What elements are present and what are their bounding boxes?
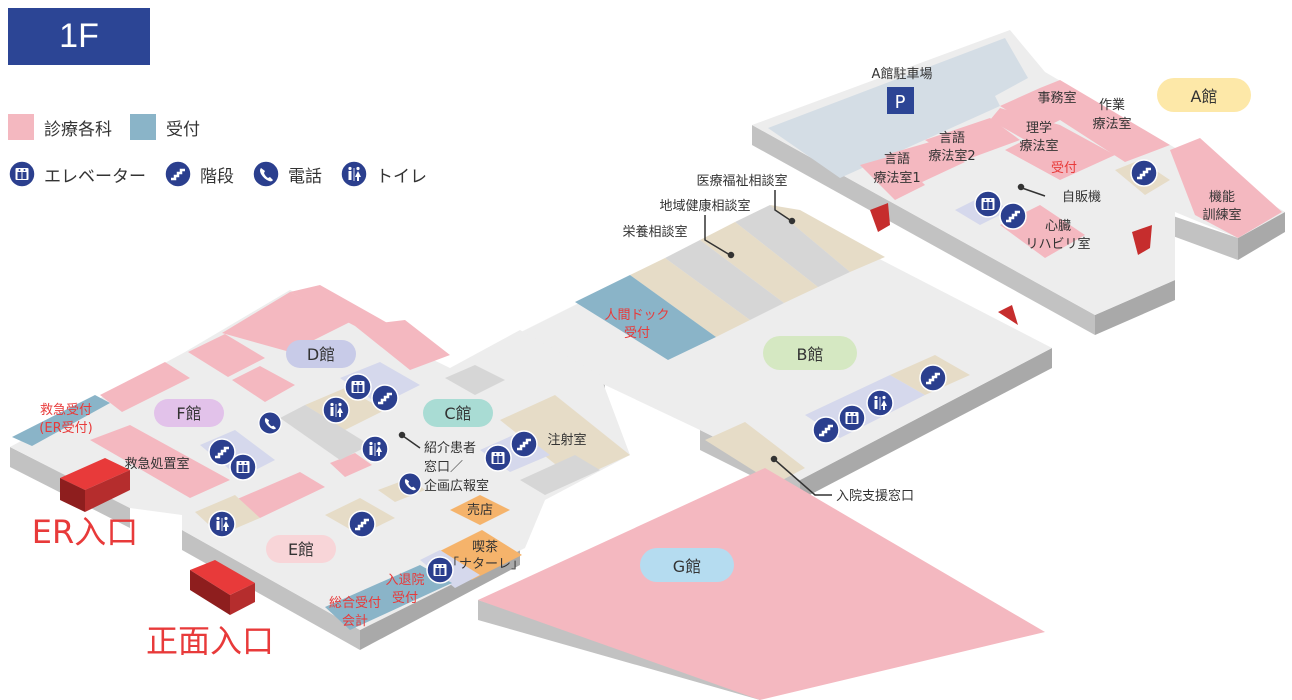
building-a-pill: A館 — [1157, 78, 1251, 112]
label-cafe-1: 喫茶 — [472, 539, 498, 555]
elevator-icon — [484, 444, 512, 472]
label-dock-2: 受付 — [624, 326, 650, 341]
label-office: 事務室 — [1037, 90, 1076, 106]
label-pt-1: 理学 — [1026, 120, 1052, 136]
label-vending: 自販機 — [1062, 190, 1101, 205]
elevator-icon — [838, 404, 866, 432]
legend-icons: エレベーター 階段 電話 トイレ — [8, 160, 445, 188]
svg-text:C館: C館 — [444, 404, 471, 423]
label-shop: 売店 — [467, 502, 493, 518]
stairs-icon — [999, 202, 1027, 230]
label-ot-2: 療法室 — [1092, 116, 1131, 132]
toilet-icon — [322, 396, 350, 424]
label-dock-1: 人間ドック — [604, 308, 669, 323]
building-d-pill: D館 — [286, 340, 356, 368]
label-st1-1: 言語 — [884, 151, 910, 167]
label-main-entrance: 正面入口 — [146, 622, 274, 660]
leader-lines — [398, 183, 1046, 496]
label-cardiac-1: 心臓 — [1045, 219, 1071, 234]
svg-text:G館: G館 — [673, 557, 701, 576]
building-c-pill: C館 — [423, 399, 493, 427]
clinical-swatch — [8, 114, 34, 140]
a-entrance-marker — [870, 203, 890, 232]
toilet-icon — [866, 389, 894, 417]
legend-stairs: 階段 — [200, 166, 234, 187]
label-st2-2: 療法室2 — [928, 148, 975, 164]
svg-text:A館: A館 — [1191, 87, 1218, 106]
label-er-entrance: ER入口 — [32, 513, 138, 551]
label-referral-2: 窓口／ — [424, 459, 463, 475]
toilet-icon — [361, 435, 389, 463]
label-nutrition: 栄養相談室 — [622, 224, 687, 240]
stairs-icon — [371, 384, 399, 412]
g-wing — [478, 468, 1045, 700]
legend-areas: 診療各科 受付 — [8, 114, 218, 140]
label-pt-2: 療法室 — [1019, 138, 1058, 154]
stairs-icon — [812, 416, 840, 444]
toilet-icon — [208, 510, 236, 538]
building-f-pill: F館 — [154, 399, 224, 427]
label-functional-2: 訓練室 — [1202, 207, 1241, 223]
floor-label: 1F — [8, 8, 150, 65]
label-general-reception-1: 総合受付 — [329, 596, 381, 611]
er-entrance-marker[interactable] — [60, 458, 130, 512]
elevator-icon — [974, 190, 1002, 218]
stairs-icon — [348, 510, 376, 538]
label-er-reception-1: 救急受付 — [40, 402, 92, 418]
b-entrance-marker — [998, 305, 1018, 325]
svg-text:E館: E館 — [288, 540, 314, 559]
label-cardiac-2: リハビリ室 — [1025, 236, 1090, 252]
a-entrance-marker — [1132, 225, 1152, 255]
label-admission-support: 入院支援窓口 — [836, 488, 914, 504]
reception-swatch — [130, 114, 156, 140]
label-st2-1: 言語 — [939, 130, 965, 146]
legend-toilet: トイレ — [376, 166, 427, 187]
legend-clinical: 診療各科 — [44, 119, 112, 140]
svg-text:B館: B館 — [797, 345, 824, 364]
label-ot-1: 作業 — [1099, 97, 1125, 113]
label-admit-2: 受付 — [392, 591, 418, 606]
label-a-reception: 受付 — [1051, 161, 1077, 176]
label-community: 地域健康相談室 — [659, 198, 750, 214]
elevator-icon — [344, 373, 372, 401]
phone-icon — [398, 472, 422, 496]
label-er-room: 救急処置室 — [124, 456, 189, 472]
stairs-icon — [1130, 159, 1158, 187]
main-entrance-marker[interactable] — [190, 560, 255, 615]
svg-text:P: P — [895, 92, 906, 113]
parking-icon: P — [887, 87, 914, 114]
label-er-reception-2: (ER受付) — [39, 421, 92, 436]
label-cafe-2: 「ナターレ」 — [446, 557, 524, 572]
building-e-pill: E館 — [266, 535, 336, 563]
label-referral-1: 紹介患者 — [424, 441, 476, 456]
svg-text:D館: D館 — [307, 345, 335, 364]
stairs-icon — [919, 364, 947, 392]
legend-reception: 受付 — [166, 119, 200, 140]
label-injection: 注射室 — [547, 432, 586, 448]
stairs-icon — [208, 438, 236, 466]
label-functional-1: 機能 — [1209, 190, 1235, 205]
svg-text:F館: F館 — [176, 404, 201, 423]
label-referral-3: 企画広報室 — [424, 478, 489, 494]
label-st1-2: 療法室1 — [873, 170, 920, 186]
elevator-icon — [426, 556, 454, 584]
label-welfare: 医療福祉相談室 — [696, 173, 787, 189]
label-parking: A館駐車場 — [872, 67, 933, 82]
building-g-pill: G館 — [640, 548, 734, 582]
phone-icon — [258, 411, 282, 435]
stairs-icon — [510, 430, 538, 458]
label-admit-1: 入退院 — [385, 573, 424, 588]
building-b-pill: B館 — [763, 336, 857, 370]
label-general-reception-2: 会計 — [342, 613, 368, 629]
legend-phone: 電話 — [288, 166, 322, 187]
legend-elevator: エレベーター — [44, 166, 146, 187]
